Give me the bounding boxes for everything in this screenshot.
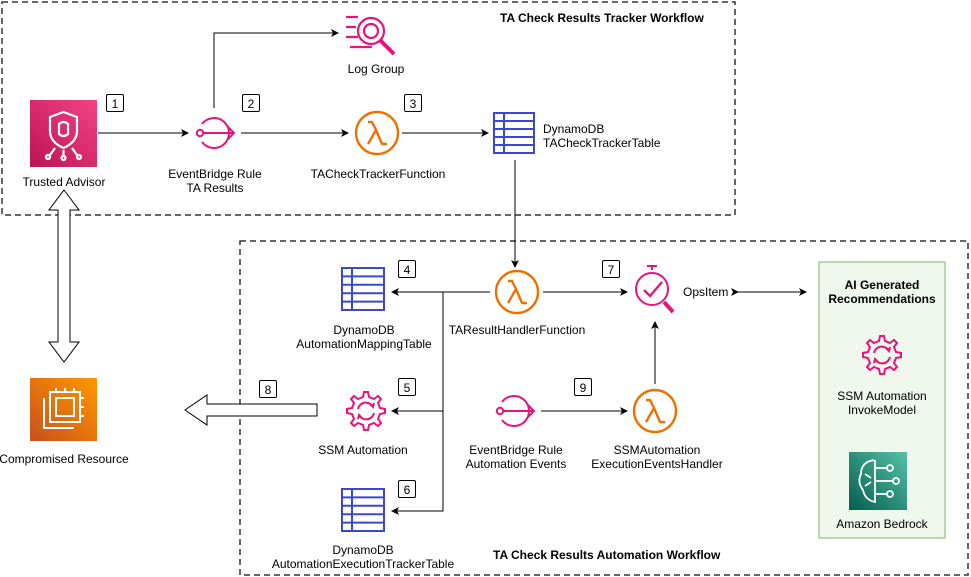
step-badge: 8 — [259, 380, 277, 398]
lambda-icon — [354, 110, 400, 156]
bedrock-label: Amazon Bedrock — [836, 517, 928, 531]
step-badge: 4 — [398, 260, 416, 278]
result-handler-label: TAResultHandlerFunction — [448, 323, 586, 337]
eventbridge-icon — [495, 395, 536, 427]
trusted-advisor-icon — [30, 100, 97, 167]
bedrock-icon — [849, 452, 907, 510]
eventbridge-icon — [195, 117, 236, 149]
automation-workflow-group — [239, 240, 969, 576]
ssm-automation-icon — [862, 335, 902, 375]
dynamodb-table-icon — [493, 112, 535, 154]
automation-workflow-title: TA Check Results Automation Workflow — [493, 548, 721, 562]
ssm-automation-label: SSM Automation — [318, 443, 408, 457]
step-badge: 6 — [398, 480, 416, 498]
edge-handler-branch — [391, 292, 444, 515]
lambda-icon — [494, 269, 540, 315]
tracker-function-label: TACheckTrackerFunction — [310, 167, 446, 181]
dynamodb-table-icon — [341, 488, 385, 532]
step-badge: 5 — [398, 378, 416, 396]
edge-eventbridge-to-loggroup — [213, 29, 339, 108]
bidirectional-arrow-ta-compromised — [48, 189, 80, 363]
ssm-automation-icon — [346, 391, 386, 431]
arrow-ssm-to-compromised — [184, 394, 318, 426]
step-badge: 2 — [242, 94, 260, 112]
connectors — [98, 29, 807, 515]
step-badge: 9 — [574, 378, 592, 396]
ec2-instance-icon — [30, 378, 97, 441]
tracker-workflow-group — [1, 1, 736, 216]
step-badge: 1 — [106, 94, 124, 112]
opsitem-icon — [635, 265, 675, 314]
step-badge: 3 — [404, 94, 422, 112]
opsitem-label: OpsItem — [683, 285, 729, 299]
step-badge: 7 — [602, 260, 620, 278]
lambda-icon — [632, 388, 678, 434]
compromised-resource-label: Compromised Resource — [0, 452, 129, 466]
hollow-arrows — [48, 189, 318, 426]
dynamodb-table-icon — [341, 267, 385, 311]
trusted-advisor-label: Trusted Advisor — [22, 175, 106, 189]
log-group-label: Log Group — [347, 62, 405, 76]
log-group-icon — [346, 15, 396, 56]
tracker-workflow-title: TA Check Results Tracker Workflow — [500, 11, 704, 25]
